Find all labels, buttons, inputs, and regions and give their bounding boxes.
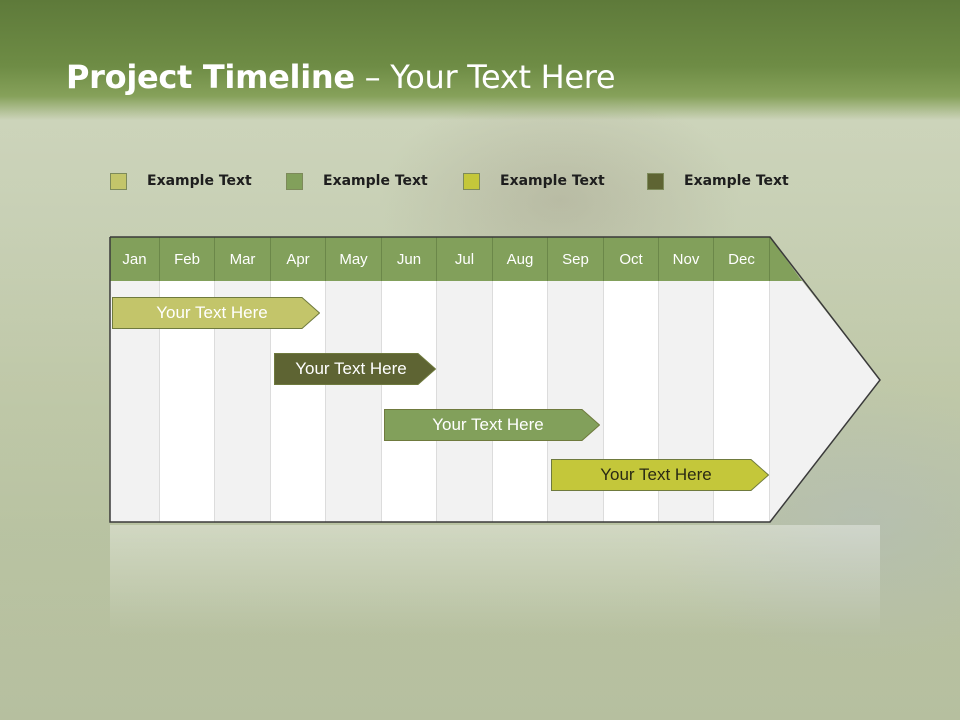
task-bar-label: Your Text Here — [600, 465, 712, 484]
timeline-reflection — [110, 525, 880, 635]
legend-label: Example Text — [323, 173, 428, 189]
legend-item-1: Example Text — [110, 170, 252, 192]
task-bar[interactable]: Your Text Here — [551, 459, 769, 491]
legend-item-3: Example Text — [463, 170, 605, 192]
legend-swatch — [647, 172, 664, 190]
task-bar-arrow-shape — [112, 297, 320, 329]
timeline-arrow-outline — [109, 236, 881, 523]
legend-swatch — [286, 172, 303, 190]
month-header-may: May — [326, 237, 382, 281]
legend-label: Example Text — [500, 173, 605, 189]
task-bar-label: Your Text Here — [432, 415, 544, 434]
legend-swatch — [463, 172, 480, 190]
month-header-aug: Aug — [493, 237, 548, 281]
legend-label: Example Text — [147, 173, 252, 189]
month-column — [493, 280, 548, 522]
month-column — [437, 280, 493, 522]
legend-label: Example Text — [684, 173, 789, 189]
legend-item-4: Example Text — [647, 170, 789, 192]
legend-swatch — [110, 172, 127, 190]
legend-item-2: Example Text — [286, 170, 428, 192]
arrow-head — [770, 281, 880, 522]
month-header-jul: Jul — [437, 237, 493, 281]
month-header-dec: Dec — [714, 237, 770, 281]
task-bar-label: Your Text Here — [295, 359, 407, 378]
task-bar[interactable]: Your Text Here — [112, 297, 320, 329]
task-bar-label: Your Text Here — [156, 303, 268, 322]
month-header-nov: Nov — [659, 237, 714, 281]
month-header-feb: Feb — [160, 237, 215, 281]
arrow-border — [109, 236, 881, 523]
month-header-jan: Jan — [110, 237, 160, 281]
title-bold: Project Timeline — [66, 58, 355, 96]
month-header-sep: Sep — [548, 237, 604, 281]
month-header-apr: Apr — [271, 237, 326, 281]
page-title: Project Timeline – Your Text Here — [66, 58, 616, 108]
month-header-mar: Mar — [215, 237, 271, 281]
task-bar-arrow-shape — [384, 409, 600, 441]
month-column — [382, 280, 437, 522]
task-bar-arrow-shape — [274, 353, 436, 385]
task-bar-arrow-shape — [551, 459, 769, 491]
month-header-jun: Jun — [382, 237, 437, 281]
month-header-oct: Oct — [604, 237, 659, 281]
task-bar[interactable]: Your Text Here — [274, 353, 436, 385]
task-bar[interactable]: Your Text Here — [384, 409, 600, 441]
month-column — [326, 280, 382, 522]
title-band — [0, 0, 960, 120]
title-rest: – Your Text Here — [354, 58, 616, 96]
